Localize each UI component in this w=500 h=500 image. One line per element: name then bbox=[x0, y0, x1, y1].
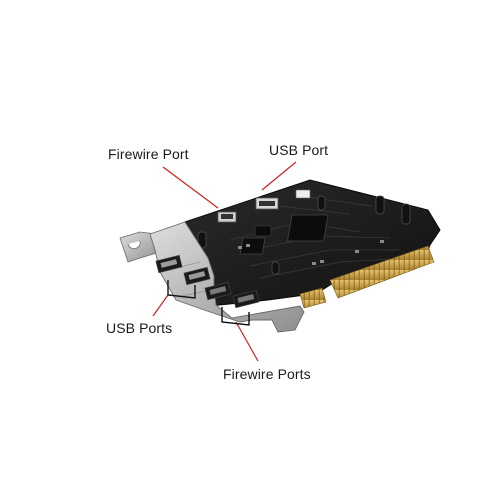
power-connector bbox=[295, 189, 311, 199]
callout-line-firewire-ports bbox=[235, 321, 259, 362]
callout-line-firewire-port bbox=[162, 166, 219, 209]
secondary-chip bbox=[239, 237, 266, 255]
usb-port-1 bbox=[155, 254, 183, 274]
label-firewire-port: Firewire Port bbox=[108, 146, 189, 162]
label-usb-port: USB Port bbox=[269, 142, 329, 158]
external-ports bbox=[155, 254, 260, 309]
metal-bracket bbox=[119, 221, 305, 333]
bracket-usb-ports bbox=[167, 280, 196, 299]
bracket-firewire-ports bbox=[221, 307, 250, 326]
pcb-board bbox=[184, 179, 441, 307]
firewire-port-2 bbox=[232, 289, 260, 309]
callout-line-usb-port bbox=[261, 161, 297, 191]
label-firewire-ports: Firewire Ports bbox=[223, 366, 311, 382]
callout-line-usb-ports bbox=[152, 294, 169, 317]
main-chip bbox=[287, 214, 329, 242]
usb-port-2 bbox=[183, 266, 211, 286]
label-usb-ports: USB Ports bbox=[106, 320, 173, 336]
capacitors bbox=[197, 195, 411, 275]
firewire-port-1 bbox=[204, 281, 232, 301]
gold-edge-connector bbox=[299, 245, 435, 309]
small-chip bbox=[254, 225, 272, 237]
